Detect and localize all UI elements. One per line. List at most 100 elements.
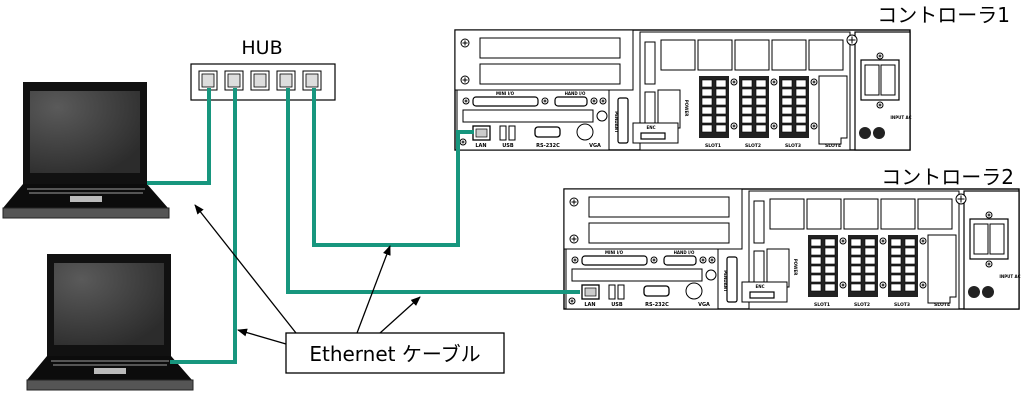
screw-cross: [570, 299, 574, 303]
terminal: [824, 256, 836, 265]
terminal: [795, 115, 807, 124]
expansion-slot: [588, 222, 730, 244]
enc-connector: [749, 291, 775, 299]
pendant-connector: [726, 256, 738, 303]
terminal: [755, 97, 767, 106]
ac-inlet-slot: [973, 223, 989, 255]
terminal: [890, 256, 902, 265]
slot-label: SLOT3: [894, 302, 910, 308]
terminal: [810, 247, 822, 256]
vga-port: [685, 282, 703, 300]
mini-io-label: MINI I/O: [496, 91, 515, 96]
vga-label: VGA: [698, 302, 710, 308]
cable-hub-controller2: [286, 88, 580, 294]
vent-block: [769, 198, 805, 230]
screw-cross: [812, 124, 816, 128]
usb-port: [508, 125, 516, 141]
terminal: [824, 238, 836, 247]
screw-cross: [464, 99, 468, 103]
vent-block: [697, 39, 733, 71]
terminal: [824, 274, 836, 283]
terminal: [864, 283, 876, 292]
terminal: [850, 274, 862, 283]
vent-block: [917, 198, 953, 230]
slot-label: SLOT2: [854, 302, 870, 308]
terminal: [715, 88, 727, 97]
laptop-front-edge: [26, 379, 194, 391]
terminal: [781, 88, 793, 97]
screw-cross: [543, 99, 547, 103]
expansion-slot: [588, 196, 730, 218]
callout-arrow-2: [237, 328, 287, 345]
ac-inlet-slot: [864, 64, 880, 96]
terminal: [701, 97, 713, 106]
blank-slot: [927, 234, 957, 304]
power-label: POWER: [684, 100, 689, 117]
slot-label: SLOT3: [785, 143, 801, 149]
ground-terminal: [859, 127, 871, 139]
terminal: [701, 106, 713, 115]
terminal: [755, 124, 767, 133]
terminal: [850, 247, 862, 256]
terminal: [701, 79, 713, 88]
hub-label: HUB: [241, 37, 282, 59]
enc-connector: [640, 132, 666, 140]
screw-cross: [462, 40, 468, 46]
terminal: [810, 238, 822, 247]
slot-label: SLOT4: [934, 302, 950, 308]
screw-cross: [921, 283, 925, 287]
hand-io-label: HAND I/O: [674, 250, 695, 255]
terminal: [795, 97, 807, 106]
ground-terminal: [873, 127, 885, 139]
terminal: [781, 97, 793, 106]
terminal: [904, 247, 916, 256]
ethernet-cables: [147, 88, 580, 364]
terminal: [795, 106, 807, 115]
laptop-front-edge: [2, 207, 170, 219]
hub-port-jack: [253, 73, 267, 88]
screw-cross: [461, 140, 465, 144]
vga-port: [576, 123, 594, 141]
laptop-touchpad: [70, 196, 102, 202]
screw-cross: [772, 80, 776, 84]
vent-block: [806, 198, 842, 230]
usb-port: [617, 284, 625, 300]
slot-label: SLOT4: [825, 143, 841, 149]
input-ac-label: INPUT AC: [999, 274, 1020, 279]
enc-label: ENC: [755, 284, 764, 289]
laptop-2: [26, 254, 194, 391]
screw-cross: [881, 283, 885, 287]
laptop-keyboard-row: [53, 364, 167, 366]
terminal: [864, 256, 876, 265]
terminal: [701, 124, 713, 133]
terminal: [824, 247, 836, 256]
usb-label: USB: [502, 143, 514, 149]
terminal: [715, 106, 727, 115]
screw-cross: [571, 236, 577, 242]
terminal: [864, 238, 876, 247]
screw-cross: [812, 80, 816, 84]
vga-label: VGA: [589, 143, 601, 149]
callout-label: Ethernet ケーブル: [309, 342, 480, 366]
hand-io-connector: [554, 96, 588, 107]
controller-2-title: コントローラ2: [881, 165, 1014, 189]
expansion-slot: [479, 63, 621, 85]
ground-terminal: [968, 286, 980, 298]
terminal: [890, 283, 902, 292]
slot-label: SLOT1: [814, 302, 830, 308]
laptop-keyboard-row: [27, 188, 145, 190]
terminal: [810, 256, 822, 265]
cable-laptop2-hub: [170, 88, 237, 364]
terminal: [824, 265, 836, 274]
terminal: [904, 283, 916, 292]
terminal: [795, 124, 807, 133]
terminal: [824, 283, 836, 292]
hand-io-label: HAND I/O: [565, 91, 586, 96]
terminal: [904, 274, 916, 283]
power-switch: [657, 89, 681, 129]
screw-cross: [841, 283, 845, 287]
terminal: [701, 115, 713, 124]
terminal: [864, 265, 876, 274]
terminal: [755, 88, 767, 97]
